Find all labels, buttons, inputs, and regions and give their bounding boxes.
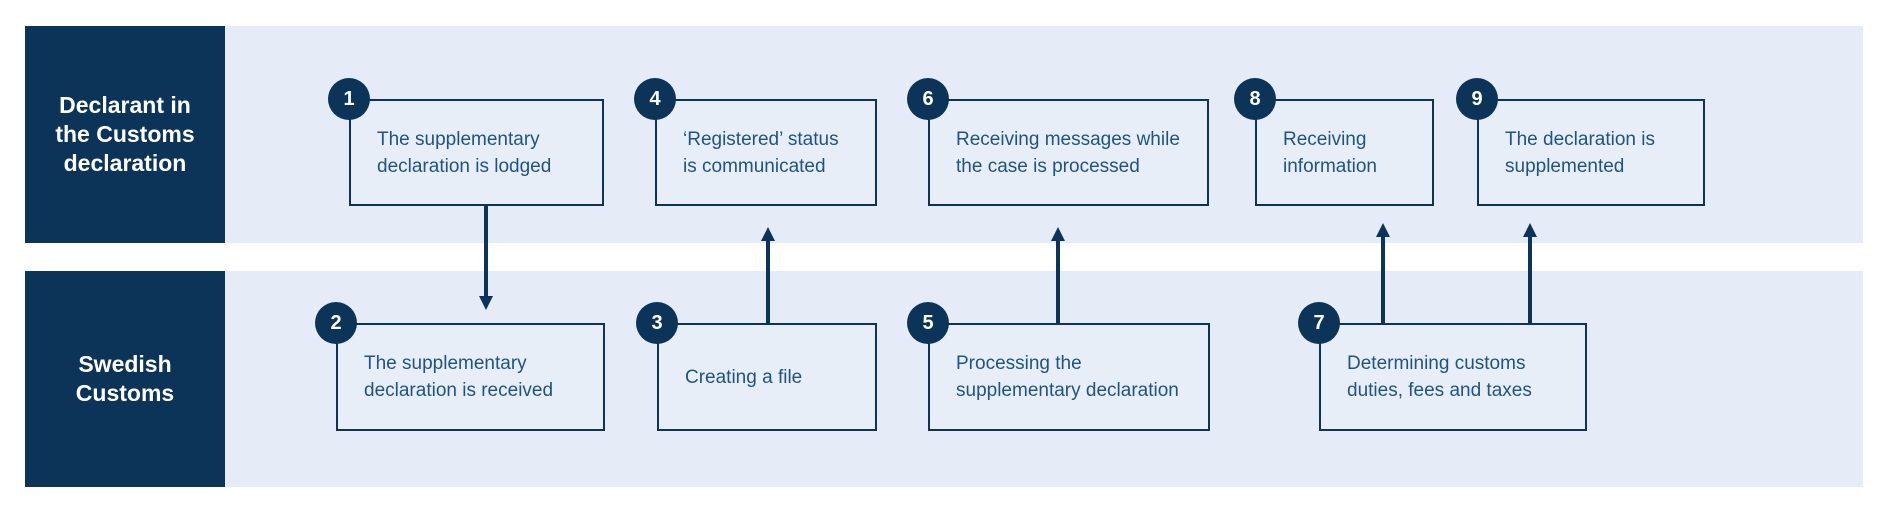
- step-number-badge-1: 1: [328, 78, 370, 120]
- step-label-8: Receiving information: [1283, 128, 1377, 177]
- step-number-badge-3: 3: [636, 302, 678, 344]
- step-number-1: 1: [343, 87, 355, 110]
- arrow-step1-to-step2: [484, 206, 488, 296]
- step-box-5: 5 Processing the supplementary declarati…: [907, 302, 1210, 431]
- step-label-5: Processing the supplementary declaration: [956, 353, 1179, 401]
- arrow-step5-to-step6: [1056, 241, 1060, 323]
- step-box-6: 6 Receiving messages while the case is p…: [907, 78, 1209, 206]
- arrow-step3-to-step4: [766, 241, 770, 323]
- step-label-4: ‘Registered’ status is communicated: [683, 128, 839, 177]
- step-number-badge-4: 4: [634, 78, 676, 120]
- step-label-7: Determining customs duties, fees and tax…: [1347, 353, 1532, 401]
- step-number-2: 2: [330, 311, 342, 334]
- step-number-badge-7: 7: [1298, 302, 1340, 344]
- lane-label-declarant: Declarant in the Customs declaration: [55, 92, 195, 176]
- lane-header-declarant: Declarant in the Customs declaration: [25, 26, 225, 243]
- arrow-step7-to-step8: [1381, 237, 1385, 323]
- arrow-step7-to-step9: [1528, 237, 1532, 323]
- step-box-3: 3 Creating a file: [636, 302, 877, 431]
- step-number-badge-9: 9: [1456, 78, 1498, 120]
- step-box-7: 7 Determining customs duties, fees and t…: [1298, 302, 1587, 431]
- step-label-3: Creating a file: [685, 366, 803, 388]
- step-label-1: The supplementary declaration is lodged: [377, 128, 552, 177]
- step-box-4: 4 ‘Registered’ status is communicated: [634, 78, 877, 206]
- step-number-7: 7: [1313, 311, 1325, 334]
- step-number-6: 6: [922, 87, 934, 110]
- step-number-badge-8: 8: [1234, 78, 1276, 120]
- step-box-9: 9 The declaration is supplemented: [1456, 78, 1705, 206]
- step-box-8: 8 Receiving information: [1234, 78, 1434, 206]
- step-number-3: 3: [651, 311, 663, 334]
- lane-label-swedish-customs: Swedish Customs: [75, 351, 175, 406]
- step-number-badge-2: 2: [315, 302, 357, 344]
- lane-header-swedish-customs: Swedish Customs: [25, 271, 225, 487]
- step-number-4: 4: [649, 87, 661, 110]
- step-label-9: The declaration is supplemented: [1505, 128, 1655, 177]
- step-box-1: 1 The supplementary declaration is lodge…: [328, 78, 604, 206]
- step-number-badge-6: 6: [907, 78, 949, 120]
- step-label-2: The supplementary declaration is receive…: [364, 353, 554, 401]
- step-number-9: 9: [1471, 87, 1483, 110]
- step-label-6: Receiving messages while the case is pro…: [956, 128, 1180, 177]
- step-number-badge-5: 5: [907, 302, 949, 344]
- step-box-2: 2 The supplementary declaration is recei…: [315, 302, 605, 431]
- step-number-5: 5: [922, 311, 934, 334]
- step-number-8: 8: [1249, 87, 1261, 110]
